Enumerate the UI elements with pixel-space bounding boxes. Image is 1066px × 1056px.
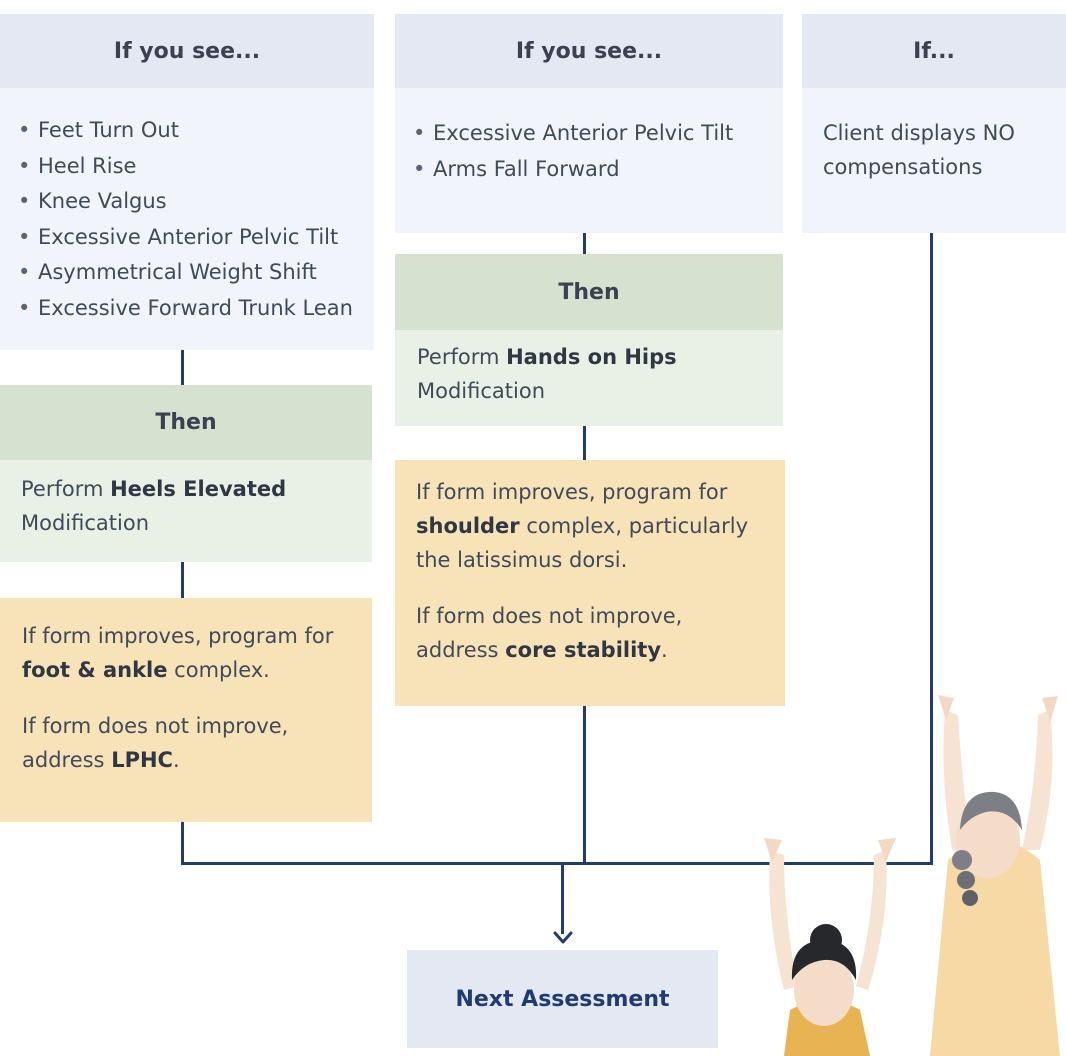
list-item: Excessive Forward Trunk Lean bbox=[14, 291, 374, 327]
middle-not-bold: core stability bbox=[505, 638, 662, 662]
middle-result-box: If form improves, program for shoulder c… bbox=[395, 460, 785, 706]
middle-improve-post: complex, particularly the latissimus dor… bbox=[416, 514, 749, 572]
right-condition-text: Client displays NO compensations bbox=[823, 121, 1015, 179]
left-conditions-list: Feet Turn Out Heel Rise Knee Valgus Exce… bbox=[14, 113, 374, 326]
list-item: Excessive Anterior Pelvic Tilt bbox=[409, 116, 783, 152]
connector-merge bbox=[181, 862, 933, 865]
left-result-box: If form improves, program for foot & ank… bbox=[0, 598, 372, 822]
middle-header-label: If you see... bbox=[515, 38, 663, 64]
woman-front-figure bbox=[764, 838, 896, 1056]
connector-mid-3 bbox=[583, 706, 586, 865]
arrow-down-icon bbox=[553, 931, 573, 944]
middle-header: If you see... bbox=[395, 14, 783, 88]
list-item: Asymmetrical Weight Shift bbox=[14, 255, 374, 291]
middle-conditions-list: Excessive Anterior Pelvic Tilt Arms Fall… bbox=[409, 116, 783, 187]
left-improve-pre: If form improves, program for bbox=[22, 624, 334, 648]
connector-left-1 bbox=[181, 350, 184, 385]
left-not-bold: LPHC bbox=[111, 748, 173, 772]
list-item: Arms Fall Forward bbox=[409, 152, 783, 188]
list-item: Excessive Anterior Pelvic Tilt bbox=[14, 220, 374, 256]
middle-then-post: Modification bbox=[417, 379, 545, 403]
connector-left-2 bbox=[181, 562, 184, 598]
left-not-pre: If form does not improve, address bbox=[22, 714, 289, 772]
left-then-label: Then bbox=[155, 410, 217, 435]
left-then-header: Then bbox=[0, 385, 372, 460]
left-conditions-box: Feet Turn Out Heel Rise Knee Valgus Exce… bbox=[0, 88, 374, 350]
left-not-post: . bbox=[172, 748, 180, 772]
connector-mid-1 bbox=[583, 233, 586, 254]
middle-result-not-improve: If form does not improve, address core s… bbox=[416, 599, 716, 667]
left-improve-post: complex. bbox=[167, 658, 270, 682]
left-result-improve: If form improves, program for foot & ank… bbox=[22, 619, 357, 687]
left-then-post: Modification bbox=[21, 511, 149, 535]
list-item: Heel Rise bbox=[14, 149, 374, 185]
illustration-people bbox=[764, 695, 1060, 1056]
left-result-not-improve: If form does not improve, address LPHC. bbox=[22, 709, 322, 777]
middle-then-label: Then bbox=[558, 279, 620, 305]
left-then-text: Perform Heels Elevated Modification bbox=[21, 472, 321, 540]
right-condition-box: Client displays NO compensations bbox=[802, 88, 1066, 233]
middle-improve-bold: shoulder bbox=[416, 514, 520, 538]
middle-then-bold: Hands on Hips bbox=[506, 345, 677, 369]
middle-then-text: Perform Hands on Hips Modification bbox=[417, 340, 707, 408]
left-header: If you see... bbox=[0, 14, 374, 88]
middle-then-pre: Perform bbox=[417, 345, 507, 369]
middle-result-improve: If form improves, program for shoulder c… bbox=[416, 475, 761, 577]
left-then-bold: Heels Elevated bbox=[110, 477, 287, 501]
next-assessment-box[interactable]: Next Assessment bbox=[407, 950, 718, 1048]
woman-back-figure bbox=[930, 695, 1060, 1056]
connector-mid-2 bbox=[583, 426, 586, 460]
middle-not-pre: If form does not improve, address bbox=[416, 604, 683, 662]
right-header-label: If... bbox=[913, 38, 955, 64]
middle-then-box: Perform Hands on Hips Modification bbox=[395, 330, 783, 426]
next-assessment-label: Next Assessment bbox=[455, 986, 670, 1012]
middle-not-post: . bbox=[661, 638, 668, 662]
middle-improve-pre: If form improves, program for bbox=[416, 480, 728, 504]
left-then-box: Perform Heels Elevated Modification bbox=[0, 460, 372, 562]
list-item: Knee Valgus bbox=[14, 184, 374, 220]
right-header: If... bbox=[802, 14, 1066, 88]
left-improve-bold: foot & ankle bbox=[22, 658, 168, 682]
connector-left-3 bbox=[181, 822, 184, 865]
middle-then-header: Then bbox=[395, 254, 783, 330]
connector-right bbox=[930, 233, 933, 865]
middle-conditions-box: Excessive Anterior Pelvic Tilt Arms Fall… bbox=[395, 88, 783, 233]
list-item: Feet Turn Out bbox=[14, 113, 374, 149]
left-then-pre: Perform bbox=[21, 477, 111, 501]
left-header-label: If you see... bbox=[113, 38, 261, 64]
connector-down bbox=[561, 862, 564, 934]
